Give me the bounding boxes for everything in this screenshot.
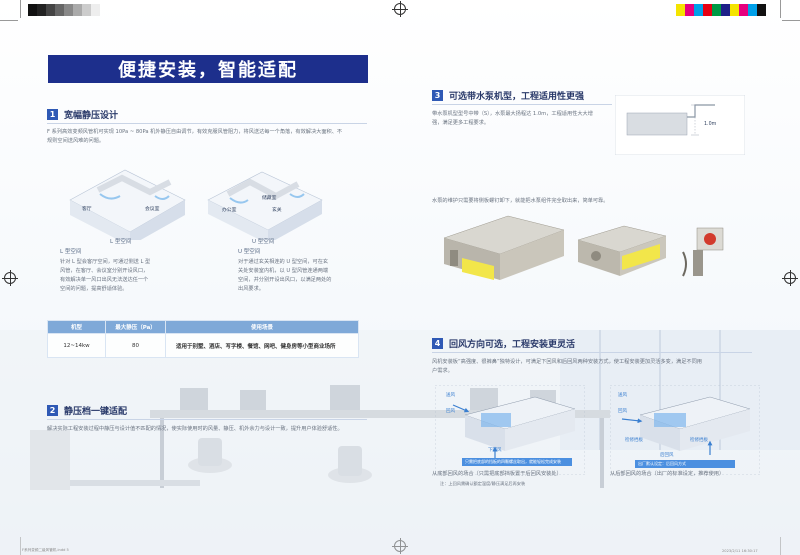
registration-mark-top bbox=[392, 1, 408, 17]
spec-usage: 适用于别墅、酒店、写字楼、餐馆、网吧、健身房等小型商业场所 bbox=[165, 333, 359, 358]
section-2-title: 静压档一键适配 bbox=[64, 407, 128, 417]
table-row: 12~14kw 80 适用于别墅、酒店、写字楼、餐馆、网吧、健身房等小型商业场所 bbox=[47, 333, 359, 358]
section-divider bbox=[47, 419, 367, 420]
duct-unit-image bbox=[443, 215, 565, 280]
section-1-title: 宽幅静压设计 bbox=[64, 111, 119, 121]
u-type-room-label: 储藏室 bbox=[262, 196, 277, 201]
description-line: 针对 L 型会客厅空间，可通过侧送 L 型 bbox=[60, 259, 151, 265]
description-line: 空间的问题，提高舒适体验。 bbox=[60, 286, 128, 292]
crop-mark bbox=[780, 0, 781, 18]
section-2-description: 解决实际工程安装过程中静压与设计值不匹配的情况，使实际使用时的风量、静压、机外余… bbox=[47, 426, 343, 432]
bottom-return-footnote: 注：上回风需确认额定温度/静压满足后再安装 bbox=[440, 481, 526, 486]
intro-line: 规则空间送风难的问题。 bbox=[47, 138, 105, 144]
u-type-description: 对于通过玄关相连的 U 型空间，可在玄 关处安装室内机，以 U 型风管连通两端 … bbox=[238, 258, 373, 294]
section-1-heading: 1 宽幅静压设计 bbox=[47, 108, 118, 121]
description-line: 对于通过玄关相连的 U 型空间，可在玄 bbox=[238, 259, 329, 265]
page-title-banner: 便捷安装，智能适配 bbox=[48, 55, 368, 83]
spec-table-header-row: 机型 最大静压（Pa） 使用场景 bbox=[47, 320, 359, 334]
water-pump-image bbox=[682, 227, 724, 277]
description-line: 强，满足更多工程要求。 bbox=[432, 120, 490, 126]
crop-mark bbox=[20, 0, 21, 18]
l-type-room-label: 会议室 bbox=[145, 207, 160, 212]
spec-pressure: 80 bbox=[105, 333, 166, 358]
spec-model: 12~14kw bbox=[47, 333, 106, 358]
pump-lift-label: 1.0m bbox=[704, 122, 717, 127]
description-line: 户需求。 bbox=[432, 368, 453, 374]
bottom-return-tag: 下回风 bbox=[488, 448, 502, 453]
description-line: 出风要求。 bbox=[238, 286, 264, 292]
rear-return-note-box: 出厂默认设定：后回风方式 bbox=[635, 460, 735, 468]
l-type-caption: L 型空间 bbox=[110, 239, 132, 245]
spec-table: 机型 最大静压（Pa） 使用场景 12~14kw 80 适用于别墅、酒店、写字楼… bbox=[47, 320, 359, 358]
spec-header-pressure: 最大静压（Pa） bbox=[105, 320, 166, 334]
file-slug: F系列变频二级风管机.indd 5 bbox=[22, 548, 69, 552]
crop-mark bbox=[0, 20, 18, 21]
section-4-heading: 4 回风方向可选，工程安装更灵活 bbox=[432, 337, 575, 350]
description-line: 关处安装室内机，以 U 型风管连通两端 bbox=[238, 268, 329, 274]
supply-air-tag: 送风 bbox=[618, 393, 627, 398]
service-panel-tag: 检修挡板 bbox=[690, 438, 708, 443]
pump-lift-diagram bbox=[615, 95, 745, 155]
rear-return-diagram bbox=[610, 385, 760, 475]
u-type-room-label: 玄关 bbox=[272, 208, 282, 213]
section-2-heading: 2 静压档一键适配 bbox=[47, 404, 127, 417]
description-line: 风管，在客厅、会议室分别开设风口， bbox=[60, 268, 149, 274]
section-3-description: 带水泵机型型号中带（S），水泵最大扬程达 1.0m，工程适用性大大增 强，满足更… bbox=[432, 110, 612, 128]
description-line: 有效解决单一风口出风无法送达任一个 bbox=[60, 277, 149, 283]
crop-mark bbox=[782, 20, 800, 21]
u-type-caption: U 型空间 bbox=[252, 239, 275, 245]
section-divider bbox=[47, 123, 367, 124]
section-3-number: 3 bbox=[432, 90, 443, 101]
u-type-subcaption: U 型空间 bbox=[238, 249, 261, 255]
supply-air-tag: 送风 bbox=[446, 393, 455, 398]
description-line: 风机安装板“高强度、很裤鼻”独特设计，可满足下回风和后回风两种安装方式，使工程安… bbox=[432, 359, 702, 365]
return-air-tag: 回风 bbox=[618, 409, 627, 414]
section-2-number: 2 bbox=[47, 405, 58, 416]
description-line: 带水泵机型型号中带（S），水泵最大扬程达 1.0m，工程适用性大大增 bbox=[432, 111, 593, 117]
registration-color-bar-right bbox=[676, 4, 766, 16]
l-type-subcaption: L 型空间 bbox=[60, 249, 82, 255]
service-panel-tag: 检修挡板 bbox=[625, 438, 643, 443]
bottom-return-diagram bbox=[435, 385, 585, 475]
section-divider bbox=[432, 104, 612, 105]
section-4-description: 风机安装板“高强度、很裤鼻”独特设计，可满足下回风和后回风两种安装方式，使工程安… bbox=[432, 358, 762, 376]
section-3-heading: 3 可选带水泵机型，工程适用性更强 bbox=[432, 89, 584, 102]
section-4-number: 4 bbox=[432, 338, 443, 349]
registration-mark-left bbox=[2, 270, 18, 286]
description-line: 空间，并分别开设出风口，以满足两处的 bbox=[238, 277, 332, 283]
l-type-description: 针对 L 型会客厅空间，可通过侧送 L 型 风管，在客厅、会议室分别开设风口， … bbox=[60, 258, 190, 294]
bottom-return-caption: 从底部回风的场合（只需把底部挡板置于后回风安装处） bbox=[432, 471, 562, 477]
spec-header-usage: 使用场景 bbox=[165, 320, 359, 334]
l-type-room-diagram bbox=[69, 169, 186, 240]
rear-return-tag: 后回风 bbox=[660, 453, 674, 458]
registration-color-bar-left bbox=[28, 4, 100, 16]
u-type-room-diagram bbox=[207, 171, 323, 240]
rear-return-caption: 从后部回风的场合（出厂的标准设定，推荐使用） bbox=[610, 471, 725, 477]
print-timestamp: 2023/2/11 16:30:17 bbox=[722, 549, 758, 553]
section-3-title: 可选带水泵机型，工程适用性更强 bbox=[449, 92, 585, 102]
registration-mark-right bbox=[782, 270, 798, 286]
pump-unit-image bbox=[578, 225, 667, 276]
section-1-number: 1 bbox=[47, 109, 58, 120]
l-type-room-label: 客厅 bbox=[82, 207, 92, 212]
intro-line: F 系列高效变频风管机可实现 10Pa ~ 80Pa 机外静压自由调节，有效克服… bbox=[47, 129, 343, 135]
spec-header-model: 机型 bbox=[47, 320, 106, 334]
section-divider bbox=[432, 352, 752, 353]
bottom-return-note-box: 只需把底部的挡板的四颗螺丝取出，就能轻松完成安装 bbox=[462, 458, 572, 466]
return-air-tag: 回风 bbox=[446, 409, 455, 414]
u-type-room-label: 办公室 bbox=[222, 208, 237, 213]
section-4-title: 回风方向可选，工程安装更灵活 bbox=[449, 340, 576, 350]
section-1-intro: F 系列高效变频风管机可实现 10Pa ~ 80Pa 机外静压自由调节，有效克服… bbox=[47, 128, 377, 146]
pump-maintenance-description: 水泵的维护只需要将侧板螺钉卸下，就能把水泵组件完全取出来，简单可靠。 bbox=[432, 198, 609, 204]
